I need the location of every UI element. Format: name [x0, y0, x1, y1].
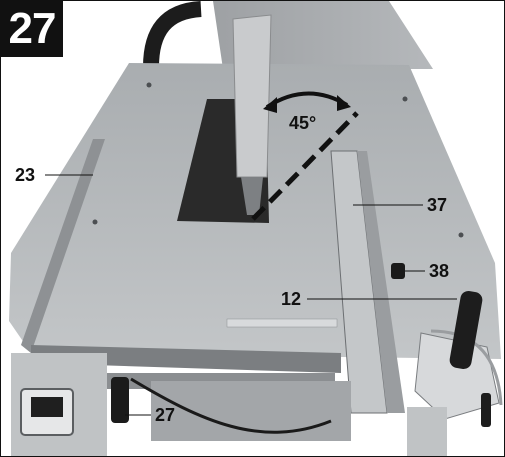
mitre-gauge-arc: [430, 329, 503, 406]
measuring-scale: [226, 318, 338, 328]
mitre-gauge-knob: [481, 393, 491, 427]
left-side-rail: [21, 139, 105, 353]
angle-label: 45°: [289, 113, 317, 133]
switch-button: [31, 397, 63, 417]
handwheel-handle: [111, 377, 129, 423]
screw-hole: [458, 232, 464, 238]
callout-37: 37: [427, 195, 448, 215]
table-front-edge: [31, 345, 341, 373]
right-leg: [407, 407, 447, 456]
callout-12: 12: [281, 289, 302, 309]
riving-knife: [241, 177, 263, 215]
angle-arrow-right: [337, 95, 351, 111]
callout-23: 23: [15, 165, 36, 185]
rip-fence-rail: [357, 151, 405, 413]
dust-hose: [143, 1, 202, 68]
screw-hole: [92, 219, 98, 225]
screw-hole: [402, 96, 408, 102]
cabinet-body: [151, 381, 351, 441]
power-cord: [130, 377, 332, 434]
callout-27: 27: [155, 405, 176, 425]
callout-38: 38: [429, 261, 450, 281]
mitre-gauge-handle: [449, 290, 483, 370]
blade-guard: [232, 14, 272, 178]
fence-lock-knob: [391, 263, 405, 279]
angle-arrow-left: [263, 97, 277, 113]
figure-number-badge: 27: [1, 1, 63, 57]
angle-45-line: [251, 111, 359, 221]
screw-hole: [146, 82, 152, 88]
